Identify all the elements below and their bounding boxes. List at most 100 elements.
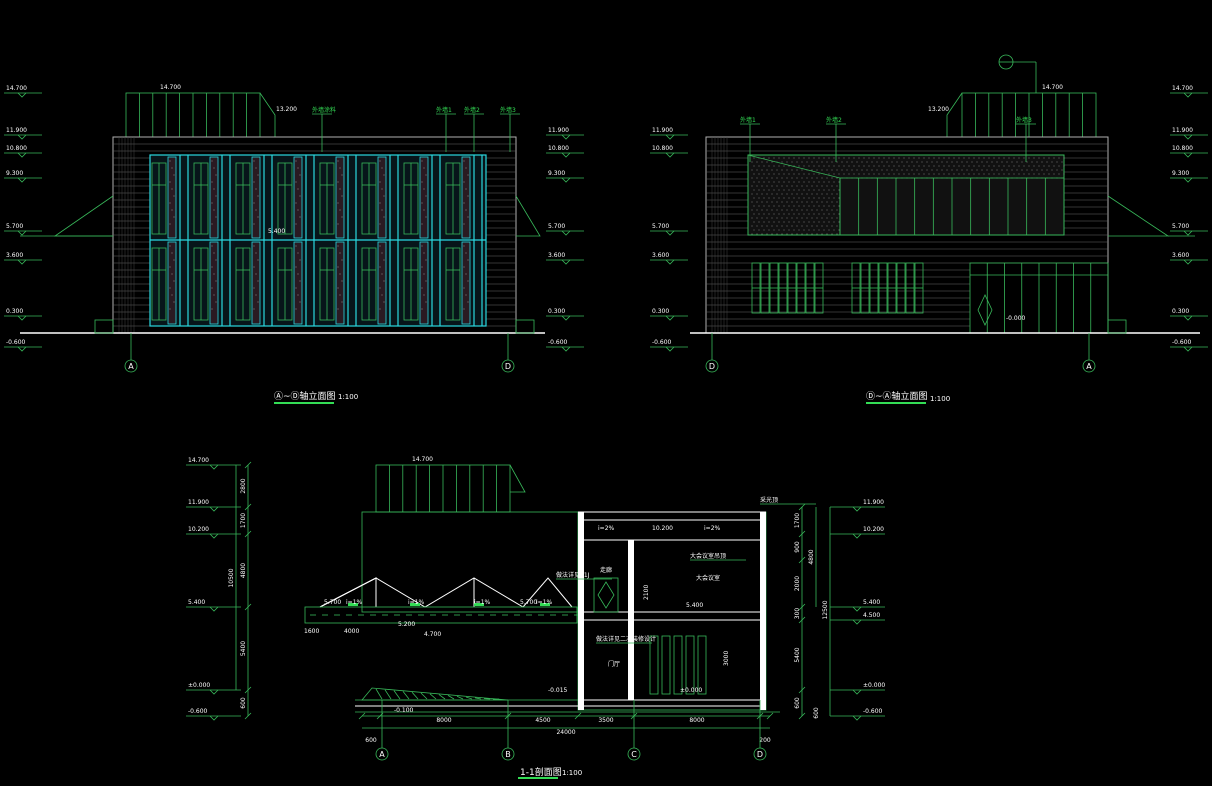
svg-text:Ⓓ~Ⓐ轴立面图: Ⓓ~Ⓐ轴立面图 — [866, 390, 928, 402]
svg-text:D: D — [709, 362, 715, 371]
svg-text:14.700: 14.700 — [1172, 85, 1193, 92]
svg-text:外墙1: 外墙1 — [740, 116, 756, 124]
svg-text:外墙2: 外墙2 — [826, 116, 842, 124]
right-lower-windows — [751, 262, 924, 314]
svg-text:i=1%: i=1% — [346, 599, 363, 606]
svg-text:600: 600 — [365, 737, 377, 744]
svg-text:3000: 3000 — [723, 651, 730, 666]
svg-text:外墙3: 外墙3 — [500, 106, 516, 114]
section-total-dimension: 24000 — [556, 729, 575, 736]
svg-text:1:100: 1:100 — [338, 393, 358, 401]
svg-text:-0.100: -0.100 — [394, 707, 414, 714]
svg-text:5.400: 5.400 — [686, 602, 703, 609]
svg-text:1600: 1600 — [304, 628, 319, 635]
left-level-marks-west: 14.70011.90010.8009.3005.7003.6000.300-0… — [4, 85, 42, 352]
svg-text:11.900: 11.900 — [652, 127, 673, 134]
svg-text:1700: 1700 — [794, 513, 801, 528]
svg-text:0.300: 0.300 — [6, 308, 23, 315]
svg-text:3.600: 3.600 — [652, 252, 669, 259]
svg-text:5.700: 5.700 — [520, 599, 537, 606]
right-canopy-east — [1107, 195, 1170, 237]
right-roof-eave-label: 13.200 — [928, 106, 949, 113]
left-canopy-west — [53, 195, 114, 237]
svg-text:门厅: 门厅 — [608, 660, 620, 668]
left-elevation-title: Ⓐ~Ⓓ轴立面图 1:100 — [274, 390, 358, 404]
svg-text:10.200: 10.200 — [188, 526, 209, 533]
svg-text:5.200: 5.200 — [398, 621, 415, 628]
svg-text:11.900: 11.900 — [188, 499, 209, 506]
svg-text:2100: 2100 — [643, 585, 650, 600]
svg-text:5400: 5400 — [794, 647, 801, 662]
svg-text:走廊: 走廊 — [600, 566, 612, 574]
svg-text:4000: 4000 — [344, 628, 359, 635]
svg-text:1:100: 1:100 — [562, 769, 582, 777]
svg-text:0.300: 0.300 — [1172, 308, 1189, 315]
svg-text:2800: 2800 — [240, 478, 247, 493]
svg-text:300: 300 — [794, 608, 801, 620]
svg-text:5.700: 5.700 — [652, 223, 669, 230]
svg-text:10.800: 10.800 — [6, 145, 27, 152]
svg-text:4500: 4500 — [535, 717, 550, 724]
svg-text:i=2%: i=2% — [598, 525, 615, 532]
svg-text:2000: 2000 — [794, 576, 801, 591]
svg-text:4800: 4800 — [240, 563, 247, 578]
svg-text:i=1%: i=1% — [536, 599, 553, 606]
left-axis-a: A — [124, 333, 138, 373]
svg-text:A: A — [379, 750, 385, 759]
svg-text:11.900: 11.900 — [6, 127, 27, 134]
svg-text:14.700: 14.700 — [6, 85, 27, 92]
svg-text:5400: 5400 — [240, 641, 247, 656]
left-canopy-east — [515, 195, 541, 237]
svg-text:-0.600: -0.600 — [1172, 339, 1192, 346]
left-roof-skylight — [125, 92, 276, 138]
svg-text:10.200: 10.200 — [863, 526, 884, 533]
svg-text:i=1%: i=1% — [474, 599, 491, 606]
svg-text:0.300: 0.300 — [652, 308, 669, 315]
svg-text:±0.000: ±0.000 — [188, 682, 210, 689]
svg-text:10.800: 10.800 — [548, 145, 569, 152]
svg-text:大会议室: 大会议室 — [696, 574, 720, 582]
svg-text:3.600: 3.600 — [1172, 252, 1189, 259]
svg-text:A: A — [1086, 362, 1092, 371]
svg-text:5.700: 5.700 — [1172, 223, 1189, 230]
svg-text:i=2%: i=2% — [704, 525, 721, 532]
svg-text:-0.600: -0.600 — [188, 708, 208, 715]
left-curtain-wall — [149, 154, 487, 327]
section-roof-skylight: 14.700 — [375, 456, 526, 513]
svg-text:D: D — [505, 362, 511, 371]
svg-text:11.900: 11.900 — [1172, 127, 1193, 134]
svg-text:600: 600 — [240, 697, 247, 709]
svg-text:3.600: 3.600 — [6, 252, 23, 259]
right-roof-skylight — [946, 92, 1097, 138]
section-main-block — [577, 511, 767, 711]
svg-text:大会议室吊顶: 大会议室吊顶 — [690, 552, 726, 560]
svg-text:1:100: 1:100 — [930, 395, 950, 403]
svg-text:5.700: 5.700 — [548, 223, 565, 230]
svg-text:4.700: 4.700 — [424, 631, 441, 638]
svg-text:-0.015: -0.015 — [548, 687, 568, 694]
svg-text:做法详见01J: 做法详见01J — [556, 571, 590, 579]
svg-text:D: D — [757, 750, 763, 759]
svg-text:-0.600: -0.600 — [863, 708, 883, 715]
svg-text:±0.000: ±0.000 — [863, 682, 885, 689]
svg-text:0.300: 0.300 — [548, 308, 565, 315]
svg-text:3.600: 3.600 — [548, 252, 565, 259]
svg-text:5.400: 5.400 — [188, 599, 205, 606]
svg-text:-0.600: -0.600 — [6, 339, 26, 346]
svg-text:3500: 3500 — [598, 717, 613, 724]
svg-text:1700: 1700 — [240, 513, 247, 528]
svg-text:4800: 4800 — [808, 549, 815, 564]
right-axis-a: A — [1082, 333, 1096, 373]
svg-text:C: C — [631, 750, 637, 759]
svg-text:A: A — [128, 362, 134, 371]
right-axis-d: D — [705, 333, 719, 373]
svg-text:做法详见二次装修设计: 做法详见二次装修设计 — [596, 635, 656, 643]
